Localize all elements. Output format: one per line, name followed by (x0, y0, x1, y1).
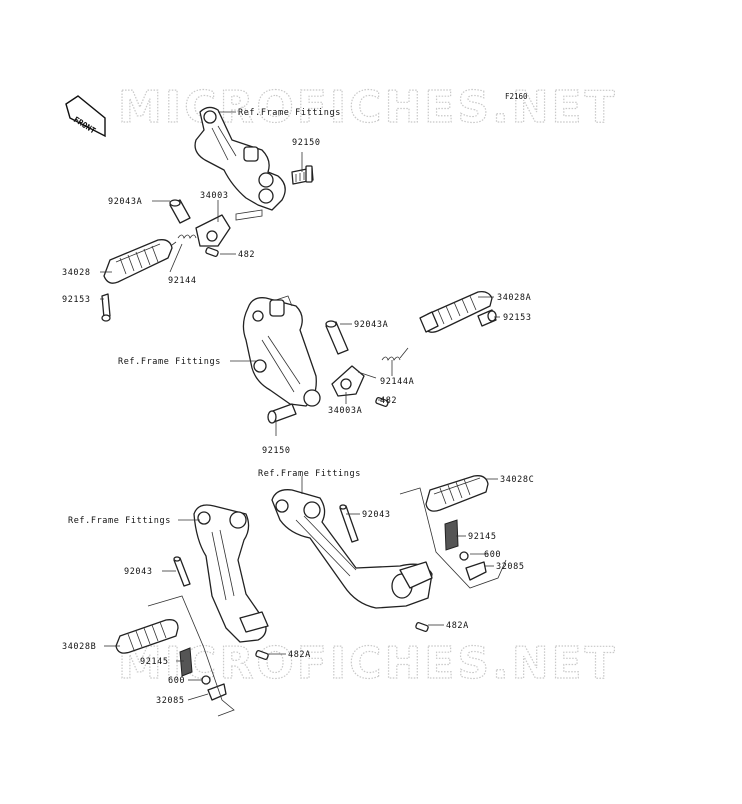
ball-482A-right (415, 622, 429, 632)
leader-lines (100, 111, 500, 701)
ball-600-left (201, 675, 211, 685)
label-92145-right: 92145 (468, 532, 497, 542)
bolt-92150-middle (267, 403, 297, 424)
watermark-top: MICROFICHES.NET (118, 82, 618, 133)
label-482-middle: 482 (380, 396, 397, 406)
bolt-92150-top (291, 165, 314, 185)
pin-92153-middle (477, 309, 497, 327)
label-92144: 92144 (168, 276, 197, 286)
plate-32085-right (465, 561, 487, 581)
label-34003: 34003 (200, 191, 229, 201)
pin-92153-top (101, 293, 111, 322)
label-482-top: 482 (238, 250, 255, 260)
label-34003A: 34003A (328, 406, 362, 416)
bracket-lower-left (193, 504, 269, 643)
label-92153-top: 92153 (62, 295, 91, 305)
label-92043-right: 92043 (362, 510, 391, 520)
label-92153-middle: 92153 (503, 313, 532, 323)
plate-32085-left (207, 683, 227, 701)
bracket-lower-right (271, 489, 433, 609)
group-outline-left (147, 595, 235, 717)
peg-holder-34003 (195, 209, 263, 247)
label-92144A: 92144A (380, 377, 414, 387)
label-34028C: 34028C (500, 475, 534, 485)
pin-92043-left (173, 556, 191, 587)
label-ref-frame-4: Ref.Frame Fittings (68, 516, 171, 526)
label-34028: 34028 (62, 268, 91, 278)
footpeg-34028 (103, 239, 173, 284)
spring-92145-right (444, 519, 459, 551)
label-ref-frame-1: Ref.Frame Fittings (238, 108, 341, 118)
spring-92144 (167, 234, 197, 249)
label-600-right: 600 (484, 550, 501, 560)
group-outline-right (399, 487, 507, 589)
collar-92043A-top (169, 199, 191, 224)
footpeg-34028C (425, 475, 489, 512)
footpeg-34028B (115, 619, 179, 654)
label-34028B: 34028B (62, 642, 96, 652)
label-32085-right: 32085 (496, 562, 525, 572)
label-482A-left: 482A (288, 650, 311, 660)
collar-92043A-middle (325, 320, 349, 355)
ball-482-top (205, 247, 219, 257)
ball-482A-left (255, 650, 269, 660)
label-92150-middle: 92150 (262, 446, 291, 456)
label-34028A: 34028A (497, 293, 531, 303)
spring-92144A (381, 347, 409, 361)
watermark-bottom: MICROFICHES.NET (118, 638, 618, 689)
label-92043A-middle: 92043A (354, 320, 388, 330)
spring-92145-left (179, 647, 193, 677)
label-32085-left: 32085 (156, 696, 185, 706)
footpeg-34028A (419, 290, 493, 333)
pin-92043-right (339, 504, 359, 543)
bracket-top-left (194, 106, 286, 211)
label-ref-frame-2: Ref.Frame Fittings (118, 357, 221, 367)
label-92043A-top: 92043A (108, 197, 142, 207)
label-ref-frame-3: Ref.Frame Fittings (258, 469, 361, 479)
bracket-middle (242, 295, 321, 407)
label-482A-right: 482A (446, 621, 469, 631)
ball-600-right (459, 551, 469, 561)
label-92043-left: 92043 (124, 567, 153, 577)
peg-holder-34003A (331, 365, 377, 397)
label-92150-top: 92150 (292, 138, 321, 148)
label-92145-left: 92145 (140, 657, 169, 667)
diagram-code: F2160 (505, 92, 528, 101)
label-600-left: 600 (168, 676, 185, 686)
front-arrow-icon: FRONT (65, 95, 106, 138)
